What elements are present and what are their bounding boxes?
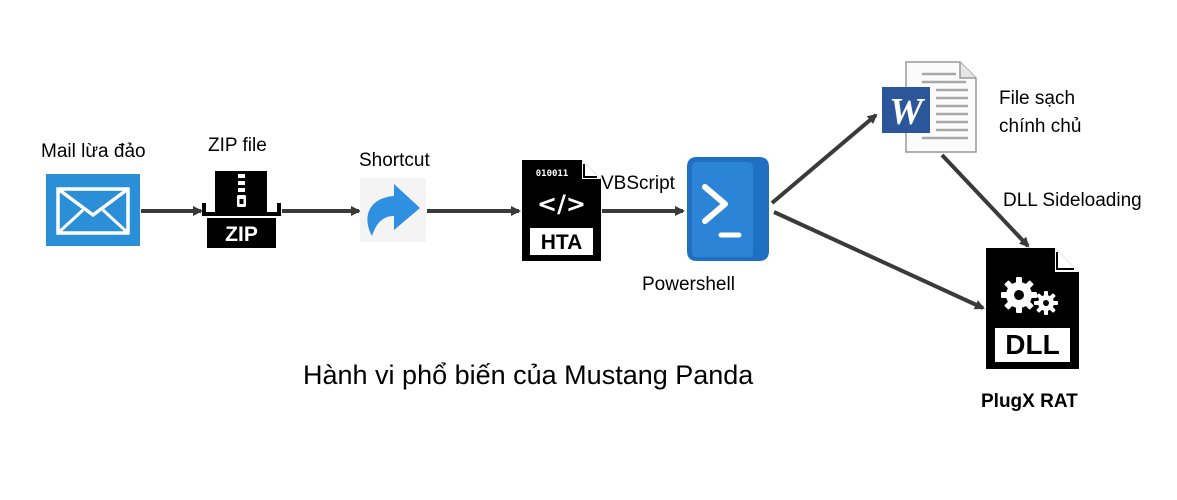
clean-file-label-line1: File sạch <box>999 88 1076 109</box>
zip-icon-text: ZIP <box>225 223 258 246</box>
arrow-word-to-dll <box>940 153 1030 248</box>
powershell-icon <box>687 157 769 261</box>
powershell-label: Powershell <box>642 274 735 295</box>
hta-binary-text: 010011 <box>536 169 569 179</box>
word-document-icon: W <box>882 61 977 153</box>
hta-code-text: </> <box>537 190 586 218</box>
plugx-label: PlugX RAT <box>981 391 1078 412</box>
dll-icon-text: DLL <box>1005 329 1059 360</box>
dll-sideloading-label: DLL Sideloading <box>1003 190 1142 211</box>
hta-file-icon: 010011 </> HTA <box>522 160 601 261</box>
shortcut-label: Shortcut <box>359 150 430 171</box>
clean-file-label-line2: chính chủ <box>999 116 1082 137</box>
hta-icon-text: HTA <box>541 231 583 254</box>
diagram-caption: Hành vi phổ biến của Mustang Panda <box>303 360 754 390</box>
zip-icon: ZIP <box>202 171 281 248</box>
mail-label: Mail lừa đảo <box>41 141 146 162</box>
mail-icon <box>46 174 140 246</box>
vbscript-label: VBScript <box>601 173 675 194</box>
dll-file-icon: DLL <box>986 248 1079 369</box>
shortcut-arrow-icon <box>360 178 426 242</box>
arrow-powershell-to-dll <box>773 210 985 310</box>
zip-label: ZIP file <box>208 135 267 156</box>
word-icon-text: W <box>889 91 926 133</box>
arrow-powershell-to-word <box>770 113 878 205</box>
